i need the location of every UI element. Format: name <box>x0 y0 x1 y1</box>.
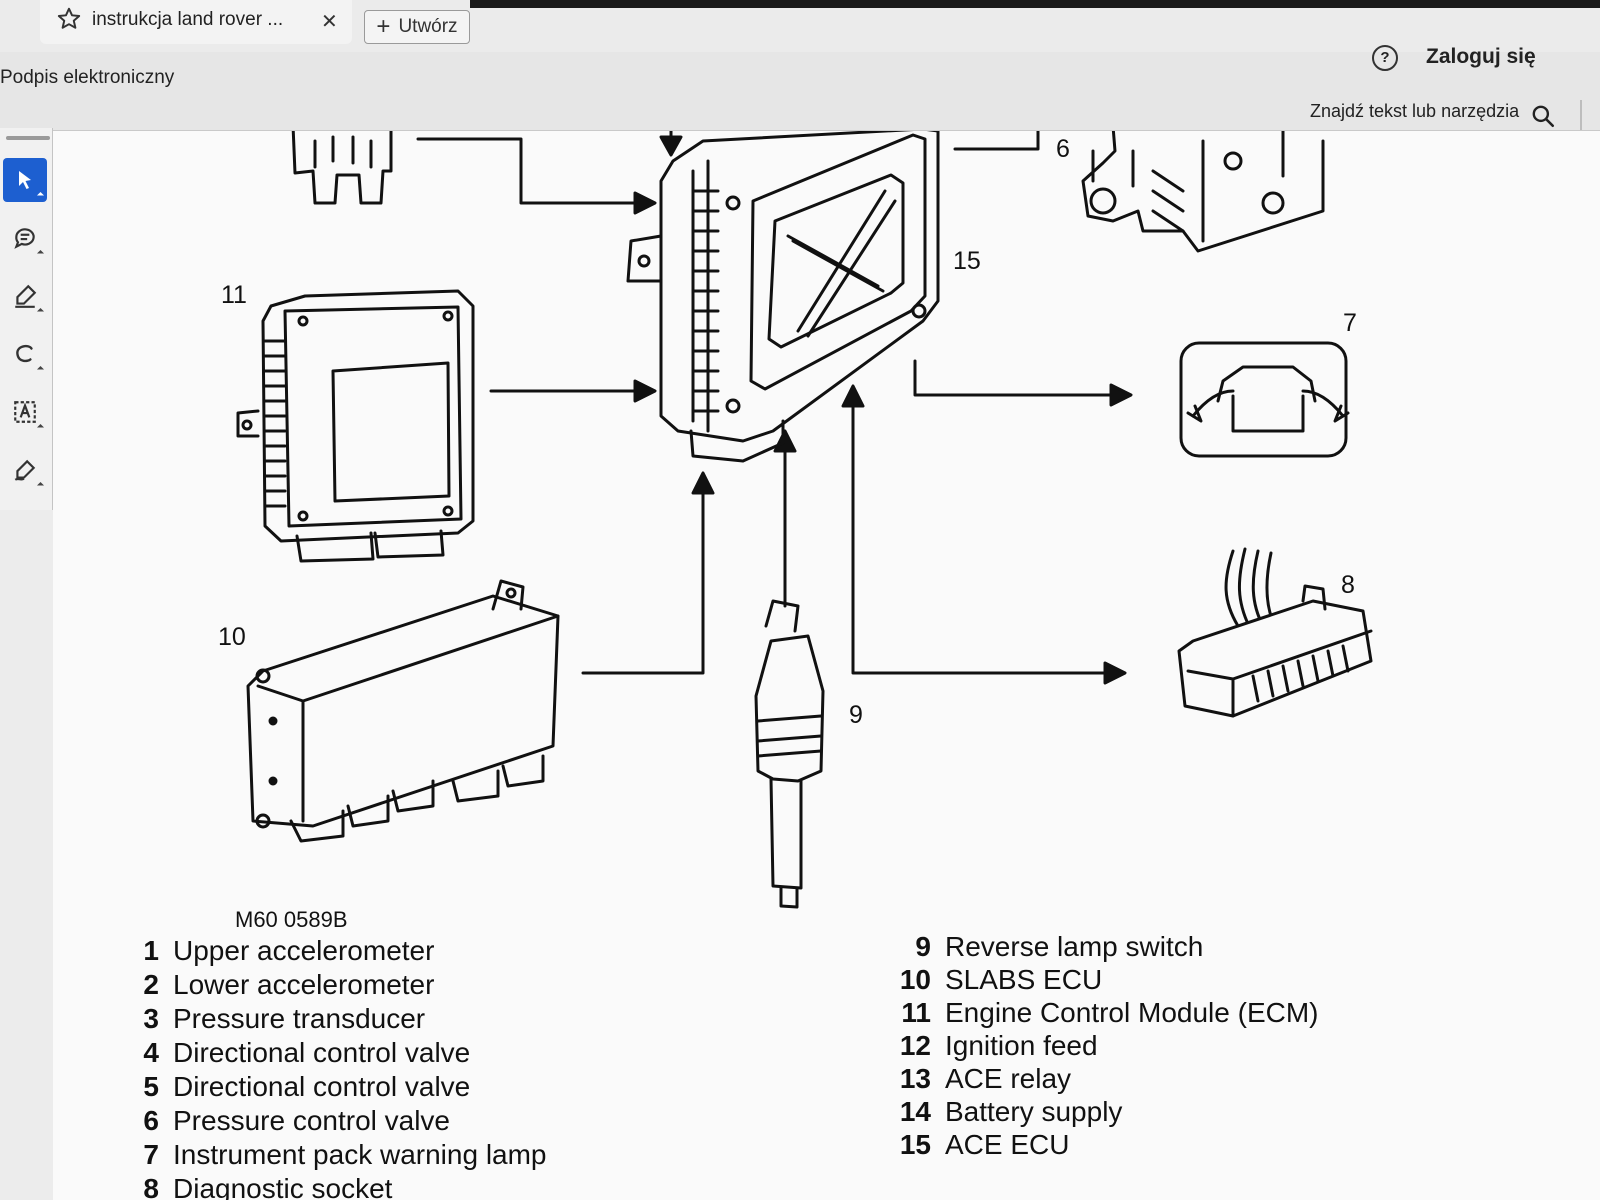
ecm-drawing <box>236 289 475 563</box>
tool-caret <box>36 423 45 432</box>
tab-title: instrukcja land rover ... <box>92 9 284 30</box>
tool-caret <box>36 249 45 258</box>
legend-label: Engine Control Module (ECM) <box>945 997 1319 1028</box>
legend-label: Ignition feed <box>945 1030 1098 1061</box>
legend-label: ACE ECU <box>945 1129 1070 1160</box>
legend-item: 12 Ignition feed <box>893 1030 1098 1062</box>
callout-10: 10 <box>218 623 246 651</box>
fuse-drawing <box>291 131 393 205</box>
star-icon[interactable] <box>56 6 82 32</box>
legend-item: 15 ACE ECU <box>893 1129 1070 1161</box>
legend-label: Instrument pack warning lamp <box>173 1139 547 1170</box>
callout-8: 8 <box>1341 571 1355 599</box>
sign-in-button[interactable]: Zaloguj się <box>1426 45 1536 68</box>
legend-number: 11 <box>901 997 931 1028</box>
toolbar-divider <box>1580 100 1582 130</box>
legend-label: Upper accelerometer <box>173 935 435 966</box>
tool-caret <box>36 191 45 200</box>
secondary-toolbar: Podpis elektroniczny <box>0 52 1600 131</box>
legend-item: 6 Pressure control valve <box>131 1105 450 1137</box>
text-tool[interactable] <box>3 390 47 434</box>
tool-rail <box>0 128 53 510</box>
legend-item: 8 Diagnostic socket <box>131 1173 392 1200</box>
legend-number: 5 <box>143 1071 159 1102</box>
legend-item: 10 SLABS ECU <box>893 964 1102 996</box>
legend-label: Directional control valve <box>173 1037 471 1068</box>
select-tool[interactable] <box>3 158 47 202</box>
legend-label: Directional control valve <box>173 1071 471 1102</box>
freehand-icon <box>16 344 33 363</box>
legend-number: 3 <box>143 1003 159 1034</box>
create-button[interactable]: + Utwórz <box>364 10 470 44</box>
legend-item: 7 Instrument pack warning lamp <box>131 1139 547 1171</box>
document-page[interactable]: 6 15 11 7 10 8 9 M60 0589B 1 Upper accele… <box>53 131 1600 1200</box>
plus-icon: + <box>376 13 391 40</box>
callout-7: 7 <box>1343 309 1357 337</box>
legend-item: 4 Directional control valve <box>131 1037 470 1069</box>
slabs-ecu-drawing <box>246 579 560 843</box>
help-icon[interactable]: ? <box>1372 45 1398 71</box>
create-button-label: Utwórz <box>398 16 458 37</box>
sign-tool[interactable] <box>3 448 47 492</box>
legend-number: 2 <box>143 969 159 1000</box>
rail-grip[interactable] <box>6 136 50 140</box>
legend-label: Reverse lamp switch <box>945 931 1204 962</box>
legend-item: 5 Directional control valve <box>131 1071 470 1103</box>
callout-6: 6 <box>1056 135 1070 163</box>
signal-arrows <box>416 131 1133 685</box>
pressure-valve-drawing <box>1081 131 1325 253</box>
legend-label: ACE relay <box>945 1063 1072 1094</box>
find-tools-search[interactable]: Znajdź tekst lub narzędzia <box>1310 101 1520 121</box>
reverse-switch-drawing <box>754 599 825 909</box>
legend-number: 15 <box>899 1129 931 1160</box>
legend-number: 9 <box>915 931 931 962</box>
callout-9: 9 <box>849 701 863 729</box>
tab-bar: instrukcja land rover ... ✕ + Utwórz <box>0 0 1600 52</box>
electronic-signature-link[interactable]: Podpis elektroniczny <box>0 67 175 88</box>
diagnostic-socket-drawing <box>1177 547 1373 718</box>
callout-15: 15 <box>953 247 981 275</box>
legend-number: 6 <box>143 1105 159 1136</box>
tool-caret <box>36 365 45 374</box>
legend-label: Pressure control valve <box>173 1105 451 1136</box>
legend-label: Diagnostic socket <box>173 1173 393 1200</box>
text-box-icon <box>14 401 36 423</box>
legend-number: 10 <box>899 964 931 995</box>
tool-caret <box>36 307 45 316</box>
warning-lamp-drawing <box>1179 341 1350 458</box>
legend-label: SLABS ECU <box>945 964 1103 995</box>
callout-11: 11 <box>221 281 247 309</box>
legend-number: 14 <box>899 1096 931 1127</box>
legend-number: 8 <box>143 1173 159 1200</box>
legend-number: 4 <box>143 1037 159 1068</box>
legend-label: Lower accelerometer <box>173 969 435 1000</box>
legend-item: 2 Lower accelerometer <box>131 969 434 1001</box>
highlight-tool[interactable] <box>3 274 47 318</box>
search-icon[interactable] <box>1530 103 1556 129</box>
legend-label: Pressure transducer <box>173 1003 426 1034</box>
draw-tool[interactable] <box>3 332 47 376</box>
legend-number: 12 <box>899 1030 931 1061</box>
legend-number: 13 <box>899 1063 931 1094</box>
legend-label: Battery supply <box>945 1096 1123 1127</box>
legend-item: 11 Engine Control Module (ECM) <box>893 997 1319 1029</box>
wiring-diagram <box>236 131 1373 909</box>
legend-item: 13 ACE relay <box>893 1063 1071 1095</box>
legend-item: 1 Upper accelerometer <box>131 935 434 967</box>
legend-number: 7 <box>143 1139 159 1170</box>
signature-pen-icon <box>14 459 36 481</box>
document-tab[interactable]: instrukcja land rover ... ✕ <box>40 0 352 44</box>
tool-caret <box>36 481 45 490</box>
comment-tool[interactable] <box>3 216 47 260</box>
close-icon[interactable]: ✕ <box>321 11 338 33</box>
speech-bubble-icon <box>14 228 35 249</box>
legend-item: 9 Reverse lamp switch <box>893 931 1203 963</box>
legend-number: 1 <box>143 935 159 966</box>
figure-reference: M60 0589B <box>235 907 348 932</box>
ace-ecu-drawing <box>626 131 940 463</box>
cursor-arrow-icon <box>19 171 31 189</box>
legend-item: 3 Pressure transducer <box>131 1003 425 1035</box>
pen-icon <box>15 284 37 308</box>
legend-item: 14 Battery supply <box>893 1096 1123 1128</box>
